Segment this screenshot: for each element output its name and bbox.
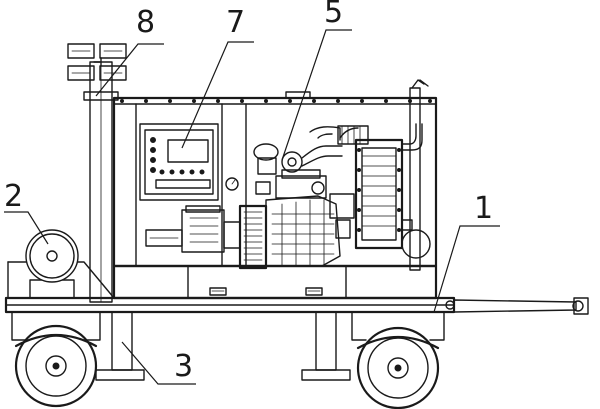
wheel-front <box>11 311 101 408</box>
radiator <box>339 123 423 250</box>
support-legs <box>95 311 351 381</box>
wheel-rear <box>351 311 445 409</box>
fuel-tank <box>25 229 79 299</box>
exhaust-stack <box>401 79 431 271</box>
callout-5: 5 <box>324 0 343 30</box>
callout-2: 2 <box>4 179 23 214</box>
base-frame <box>112 264 438 300</box>
control-panel <box>139 123 239 201</box>
alternator <box>145 205 241 253</box>
callout-7: 7 <box>226 5 245 40</box>
trailer-chassis <box>4 261 589 315</box>
diesel-engine <box>238 125 369 270</box>
light-mast <box>67 43 127 303</box>
gauge-icon <box>225 177 239 191</box>
floodlight-icon <box>67 43 127 81</box>
panel-display <box>167 139 209 163</box>
callout-8: 8 <box>136 5 155 40</box>
callouts: 8 7 5 2 1 3 <box>4 0 500 385</box>
muffler <box>401 229 431 259</box>
callout-1: 1 <box>474 191 493 226</box>
callout-3: 3 <box>174 349 193 384</box>
